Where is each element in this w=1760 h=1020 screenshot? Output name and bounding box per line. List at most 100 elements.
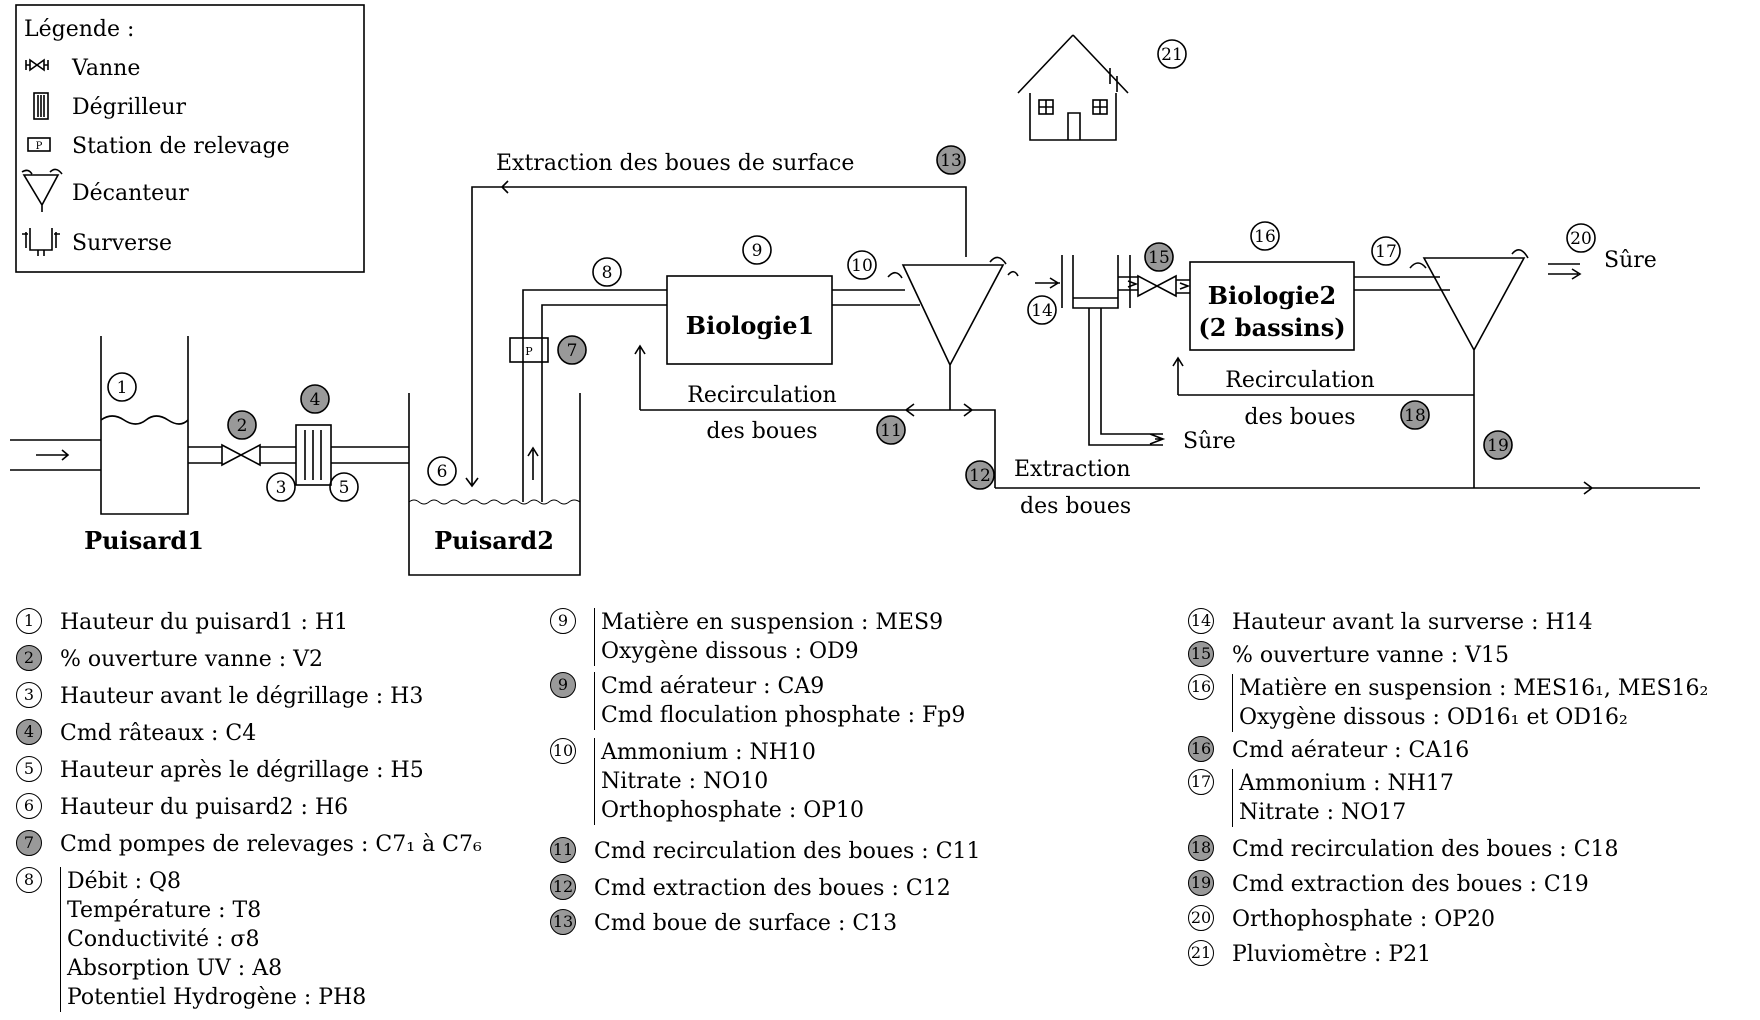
marker-16-num: 16 <box>1254 227 1276 247</box>
inflow-pipe <box>10 439 101 471</box>
measure-marker: 5 <box>16 756 42 782</box>
measure-line: Hauteur du puisard2 : H6 <box>60 795 349 820</box>
screen-legend-icon <box>33 92 49 120</box>
biologie2-label-2: (2 bassins) <box>1198 313 1345 342</box>
biologie1-basin <box>666 275 833 365</box>
marker-14: 14 <box>1027 295 1057 325</box>
measure-line: Conductivité : σ8 <box>67 927 260 952</box>
measure-text: Pluviomètre : P21 <box>1232 940 1431 969</box>
measure-marker: 11 <box>550 837 576 863</box>
measure-line: Ammonium : NH17 <box>1239 771 1454 796</box>
screen-grid <box>295 424 332 486</box>
measure-line: Oxygène dissous : OD9 <box>601 639 859 664</box>
measure-line: Cmd floculation phosphate : Fp9 <box>601 703 966 728</box>
measure-marker: 13 <box>550 909 576 935</box>
marker-16: 16 <box>1250 221 1280 251</box>
surface-extraction-label: Extraction des boues de surface <box>496 151 854 176</box>
extraction-label-1: Extraction <box>1014 457 1131 482</box>
marker-11: 11 <box>876 415 906 445</box>
marker-18-num: 18 <box>1404 406 1426 426</box>
measure-marker: 15 <box>1188 641 1214 667</box>
marker-20-num: 20 <box>1570 229 1592 249</box>
marker-2: 2 <box>227 410 257 440</box>
measure-line: Débit : Q8 <box>67 869 182 894</box>
measure-line: Hauteur après le dégrillage : H5 <box>60 758 424 783</box>
pipe-to-overflow <box>1035 277 1060 289</box>
measure-marker: 21 <box>1188 940 1214 966</box>
marker-20: 20 <box>1566 223 1596 253</box>
measure-marker: 10 <box>550 738 576 764</box>
measure-marker: 2 <box>16 645 42 671</box>
measure-text: Cmd râteaux : C4 <box>60 719 256 748</box>
measure-item: 21 Pluviomètre : P21 <box>1188 940 1431 969</box>
recirc2-label-1: Recirculation <box>1225 368 1374 393</box>
marker-18: 18 <box>1400 400 1430 430</box>
measure-text: Hauteur du puisard1 : H1 <box>60 608 348 637</box>
measure-marker: 12 <box>550 874 576 900</box>
legend-item-decanteur: Décanteur <box>72 181 189 206</box>
measure-line: Hauteur avant le dégrillage : H3 <box>60 684 424 709</box>
marker-1: 1 <box>107 372 137 402</box>
measure-item: 2% ouverture vanne : V2 <box>16 645 323 674</box>
decanter-1 <box>887 256 1019 380</box>
biologie1-label: Biologie1 <box>686 311 814 340</box>
measure-line: Nitrate : NO10 <box>601 769 769 794</box>
pump-legend-icon: P <box>27 137 51 152</box>
marker-11-num: 11 <box>880 421 902 441</box>
measure-marker: 16 <box>1188 674 1214 700</box>
measure-line: % ouverture vanne : V15 <box>1232 643 1509 668</box>
measure-marker: 3 <box>16 682 42 708</box>
measure-line: Cmd recirculation des boues : C11 <box>594 839 981 864</box>
measure-text: Cmd pompes de relevages : C7₁ à C7₆ <box>60 830 482 859</box>
marker-19-num: 19 <box>1487 436 1509 456</box>
measure-marker: 8 <box>16 867 42 893</box>
marker-5-num: 5 <box>339 478 350 498</box>
marker-7: 7 <box>557 335 587 365</box>
surface-sludge-line <box>465 180 967 488</box>
marker-6: 6 <box>427 456 457 486</box>
measure-text: Cmd recirculation des boues : C18 <box>1232 835 1619 864</box>
measure-text: Hauteur après le dégrillage : H5 <box>60 756 424 785</box>
pipe-overflow-to-valve <box>1118 276 1139 291</box>
sure-mid-label: Sûre <box>1183 429 1236 454</box>
puisard1-label: Puisard1 <box>84 526 204 555</box>
marker-7-num: 7 <box>567 341 578 361</box>
overflow-legend-icon <box>22 228 60 256</box>
legend-item-degrilleur: Dégrilleur <box>72 95 187 120</box>
measure-text: Hauteur avant la surverse : H14 <box>1232 608 1593 637</box>
extraction-label-2: des boues <box>1020 494 1131 519</box>
valve-15 <box>1137 274 1177 298</box>
measure-marker: 16 <box>1188 736 1214 762</box>
measure-line: Orthophosphate : OP10 <box>601 798 865 823</box>
measure-item: 11 Cmd recirculation des boues : C11 <box>550 837 981 866</box>
measure-line: Nitrate : NO17 <box>1239 800 1407 825</box>
pump-legend-letter: P <box>36 141 43 152</box>
marker-12: 12 <box>965 460 995 490</box>
marker-19: 19 <box>1483 430 1513 460</box>
valve-2 <box>221 443 261 467</box>
treated-outflow <box>1548 263 1582 280</box>
measure-line: Matière en suspension : MES9 <box>601 610 944 635</box>
marker-8-num: 8 <box>602 263 613 283</box>
measure-item: 3 Hauteur avant le dégrillage : H3 <box>16 682 423 711</box>
measure-text: Cmd recirculation des boues : C11 <box>594 837 981 866</box>
marker-17-num: 17 <box>1375 242 1397 262</box>
marker-2-num: 2 <box>237 416 248 436</box>
recirc1-label-1: Recirculation <box>687 383 836 408</box>
measure-text: Orthophosphate : OP20 <box>1232 905 1495 934</box>
measure-marker: 19 <box>1188 870 1214 896</box>
measure-line: Oxygène dissous : OD16₁ et OD16₂ <box>1239 705 1628 730</box>
